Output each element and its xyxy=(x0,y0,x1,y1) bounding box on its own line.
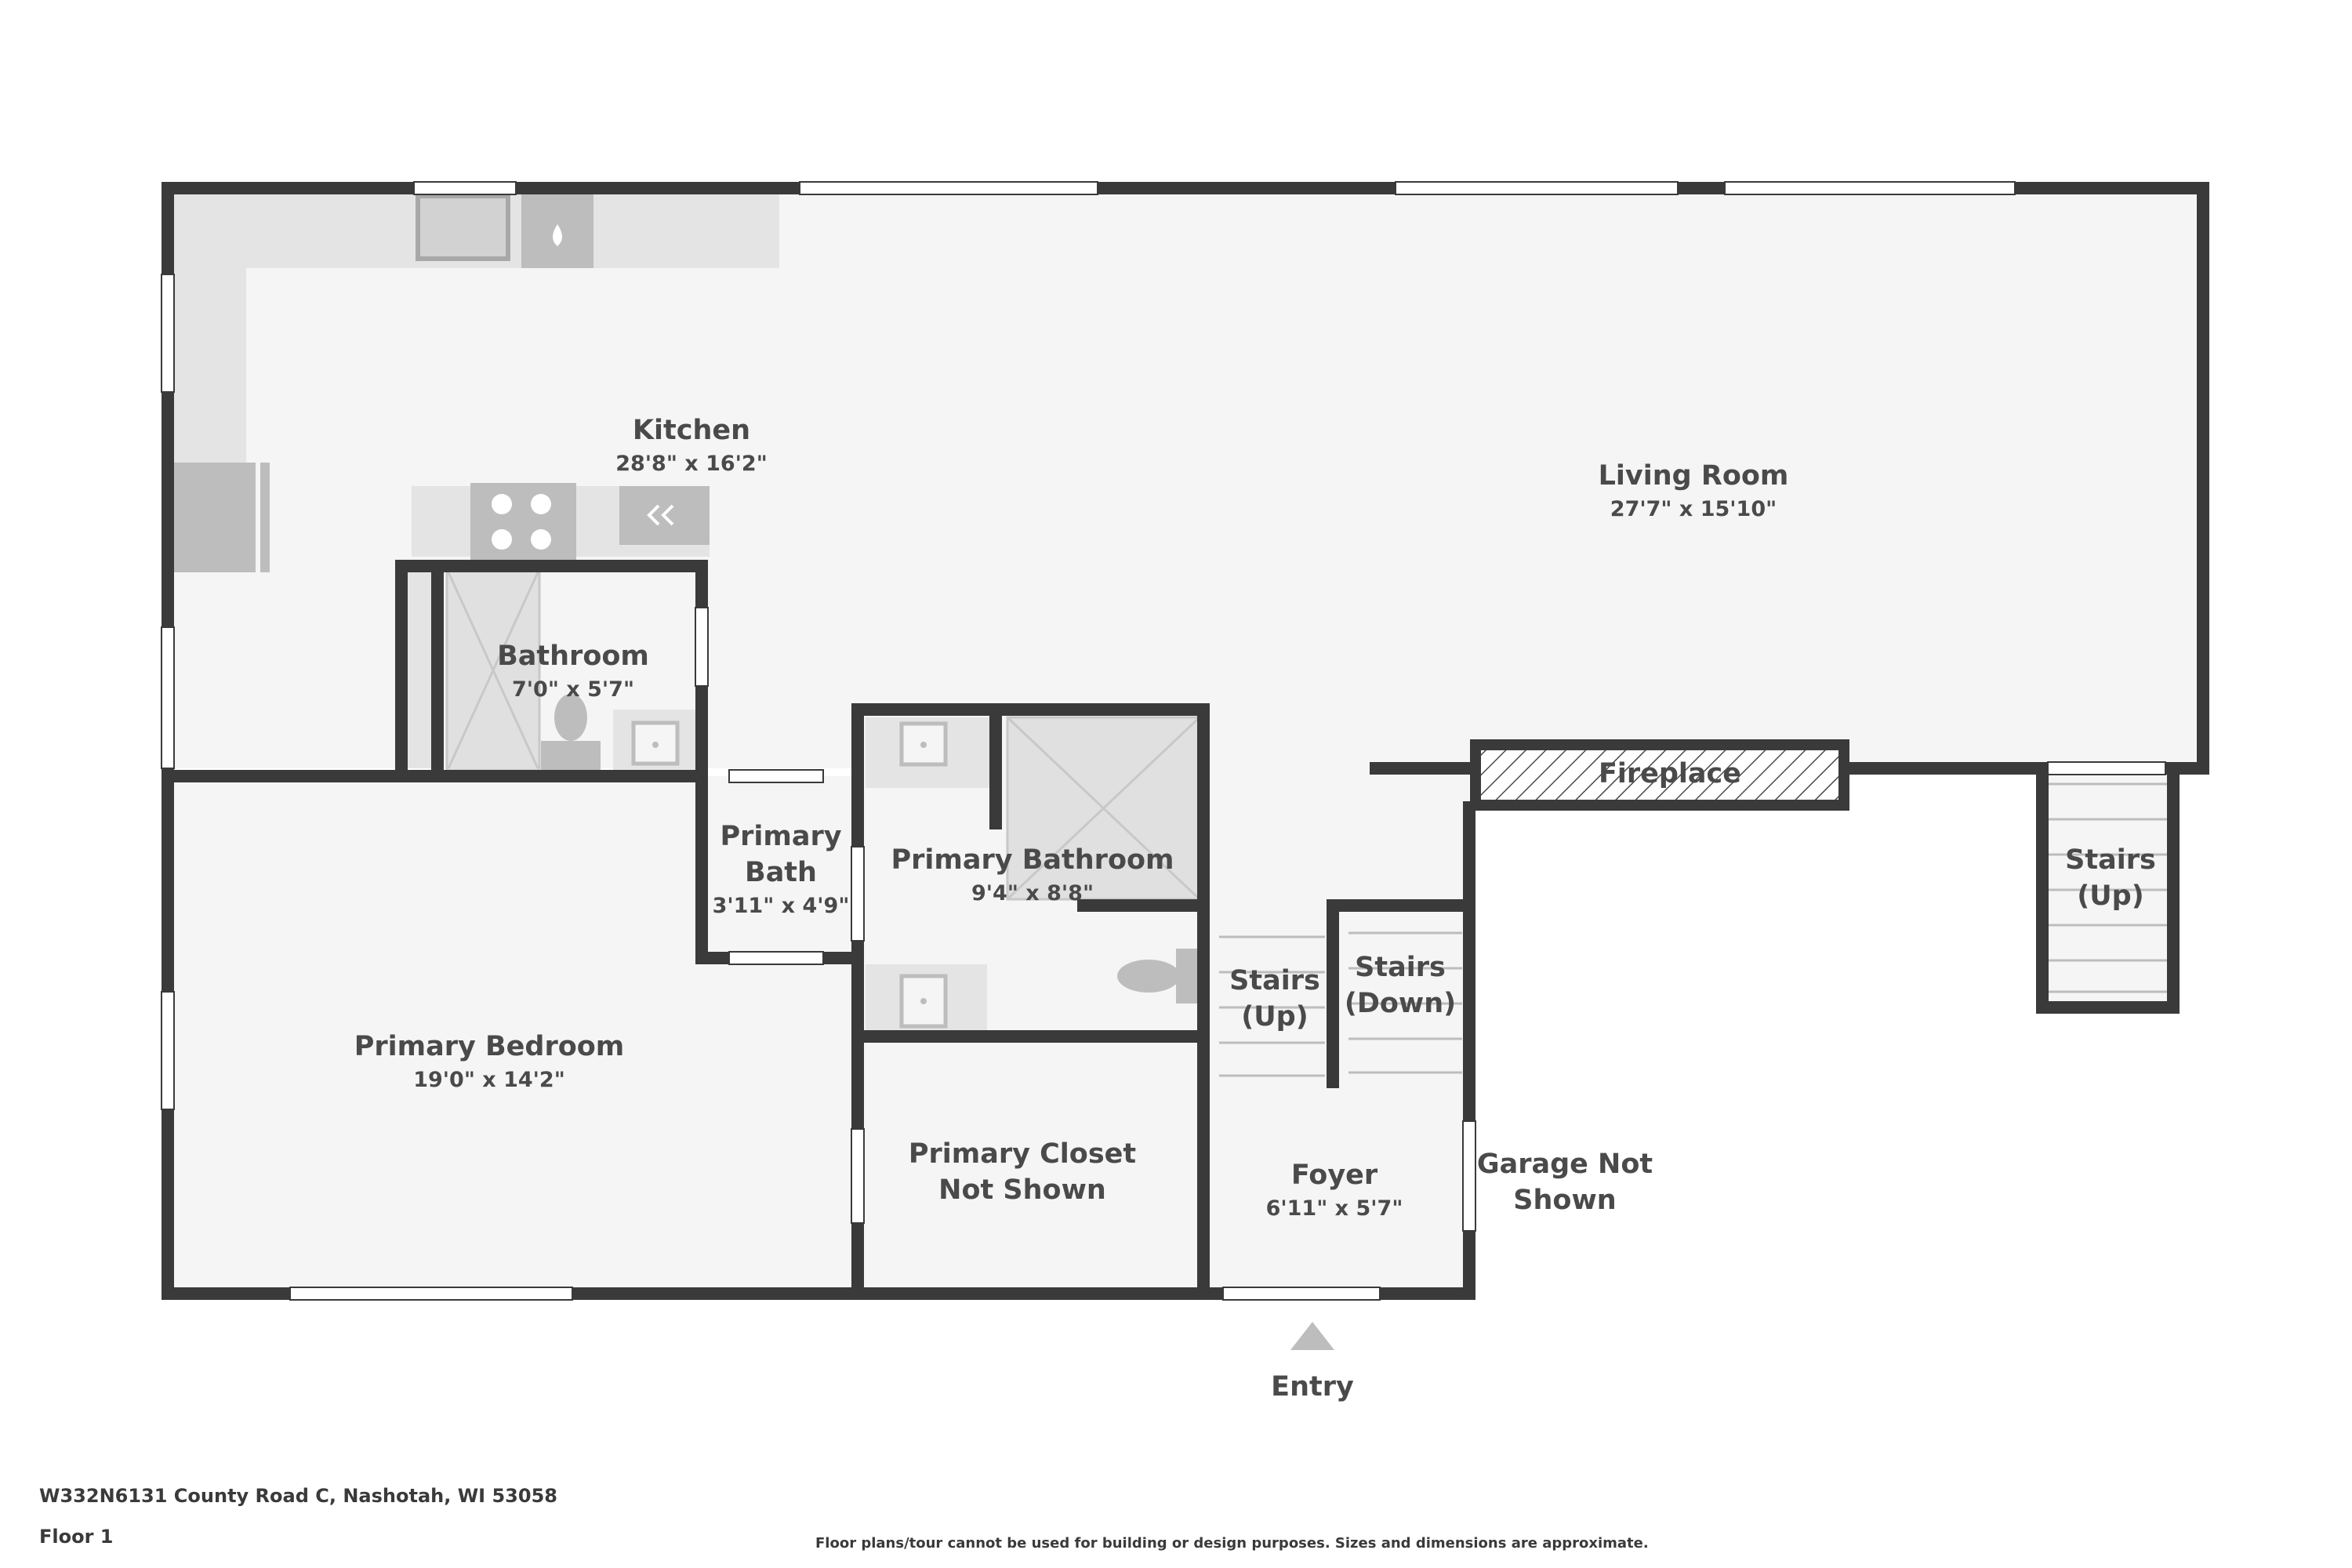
sink-icon xyxy=(899,974,948,1029)
primary-closet-line1: Primary Closet xyxy=(909,1138,1136,1170)
fireplace-label: Fireplace xyxy=(1599,758,1741,789)
property-address: W332N6131 County Road C, Nashotah, WI 53… xyxy=(39,1485,557,1507)
stairs xyxy=(1219,776,2173,1077)
kitchen-dims: 28'8" x 16'2" xyxy=(615,452,768,476)
kitchen-name: Kitchen xyxy=(633,415,750,446)
primary-bath-name-line1: Primary xyxy=(720,821,841,852)
stairs-up-line1: Stairs xyxy=(1229,965,1320,996)
bathroom-dims: 7'0" x 5'7" xyxy=(512,677,634,702)
kitchen-fixtures xyxy=(168,190,779,572)
refrigerator-icon xyxy=(168,463,270,572)
stove-icon xyxy=(470,483,576,560)
fireplace xyxy=(1470,739,1849,811)
toilet-icon xyxy=(554,694,587,741)
stairs-up-right-line1: Stairs xyxy=(2065,844,2156,876)
garage-line2: Shown xyxy=(1513,1185,1616,1216)
stairs-down-line1: Stairs xyxy=(1355,952,1446,983)
primary-bedroom-name: Primary Bedroom xyxy=(354,1031,625,1062)
primary-bathroom-name: Primary Bathroom xyxy=(891,844,1174,876)
entry-arrow-icon xyxy=(1290,1322,1334,1350)
primary-bath-name-line2: Bath xyxy=(745,857,817,888)
primary-bathroom-fixtures xyxy=(866,716,1203,1031)
primary-closet-line2: Not Shown xyxy=(938,1174,1106,1206)
foyer-dims: 6'11" x 5'7" xyxy=(1266,1196,1403,1221)
disclaimer-text: Floor plans/tour cannot be used for buil… xyxy=(815,1535,1649,1552)
foyer-name: Foyer xyxy=(1291,1160,1378,1191)
entry-label: Entry xyxy=(1271,1371,1354,1403)
primary-bedroom-dims: 19'0" x 14'2" xyxy=(413,1068,565,1092)
living-room-dims: 27'7" x 15'10" xyxy=(1610,497,1777,521)
garage-line1: Garage Not xyxy=(1477,1149,1653,1180)
living-room-name: Living Room xyxy=(1599,460,1789,492)
stairs-up-right-line2: (Up) xyxy=(2077,880,2143,912)
stairs-up-line2: (Up) xyxy=(1241,1001,1308,1033)
primary-bath-dims: 3'11" x 4'9" xyxy=(713,894,850,918)
room-labels: Kitchen 28'8" x 16'2" Living Room 27'7" … xyxy=(354,415,2156,1403)
stairs-down-line2: (Down) xyxy=(1345,988,1456,1019)
bathroom-name: Bathroom xyxy=(497,641,649,672)
kitchen-sink-icon xyxy=(416,194,510,261)
floor-label: Floor 1 xyxy=(39,1526,114,1548)
primary-bathroom-dims: 9'4" x 8'8" xyxy=(971,881,1094,906)
windows xyxy=(161,181,2166,1301)
